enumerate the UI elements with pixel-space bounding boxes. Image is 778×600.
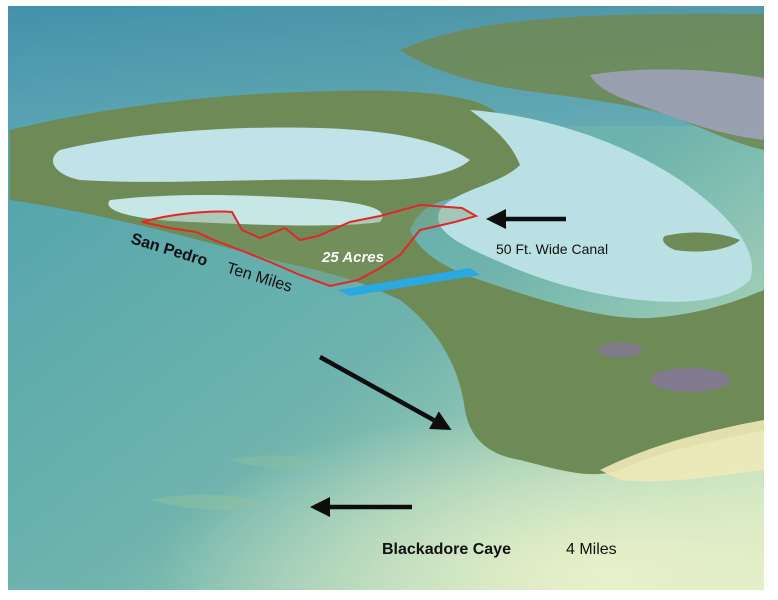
wetland-patch	[650, 368, 730, 392]
parcel-boundary	[141, 203, 479, 288]
wetland-patch	[598, 342, 642, 358]
inner-lagoon-1	[52, 127, 470, 182]
sandbar	[230, 455, 320, 468]
far-lagoon	[590, 69, 764, 140]
big-lagoon	[438, 110, 752, 302]
blackadore-distance: 4 Miles	[566, 541, 617, 558]
inner-lagoon-2	[108, 195, 383, 226]
beach	[600, 420, 764, 482]
san-pedro-arrow	[318, 355, 452, 430]
small-islet	[663, 232, 740, 252]
sandbar	[150, 494, 270, 510]
canal-label: 50 Ft. Wide Canal	[496, 241, 608, 257]
blackadore-name: Blackadore Caye	[382, 541, 511, 558]
parcel-label: 25 Acres	[321, 249, 384, 266]
canal	[338, 268, 480, 296]
